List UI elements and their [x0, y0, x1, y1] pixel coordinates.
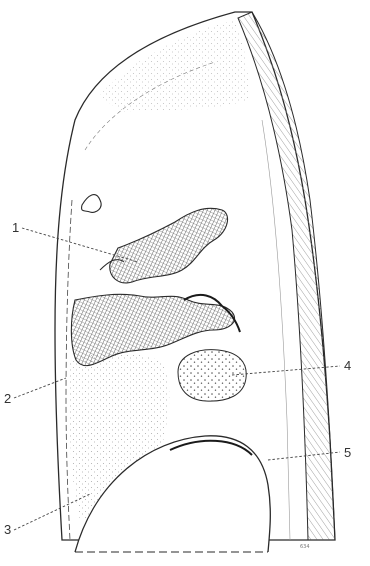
label-1: 1 — [12, 221, 19, 234]
plate-mark: 634 — [300, 545, 310, 550]
lymph-node-4 — [178, 350, 246, 401]
label-5: 5 — [344, 446, 351, 459]
label-2: 2 — [4, 392, 11, 405]
label-4: 4 — [344, 359, 351, 372]
label-3: 3 — [4, 523, 11, 536]
